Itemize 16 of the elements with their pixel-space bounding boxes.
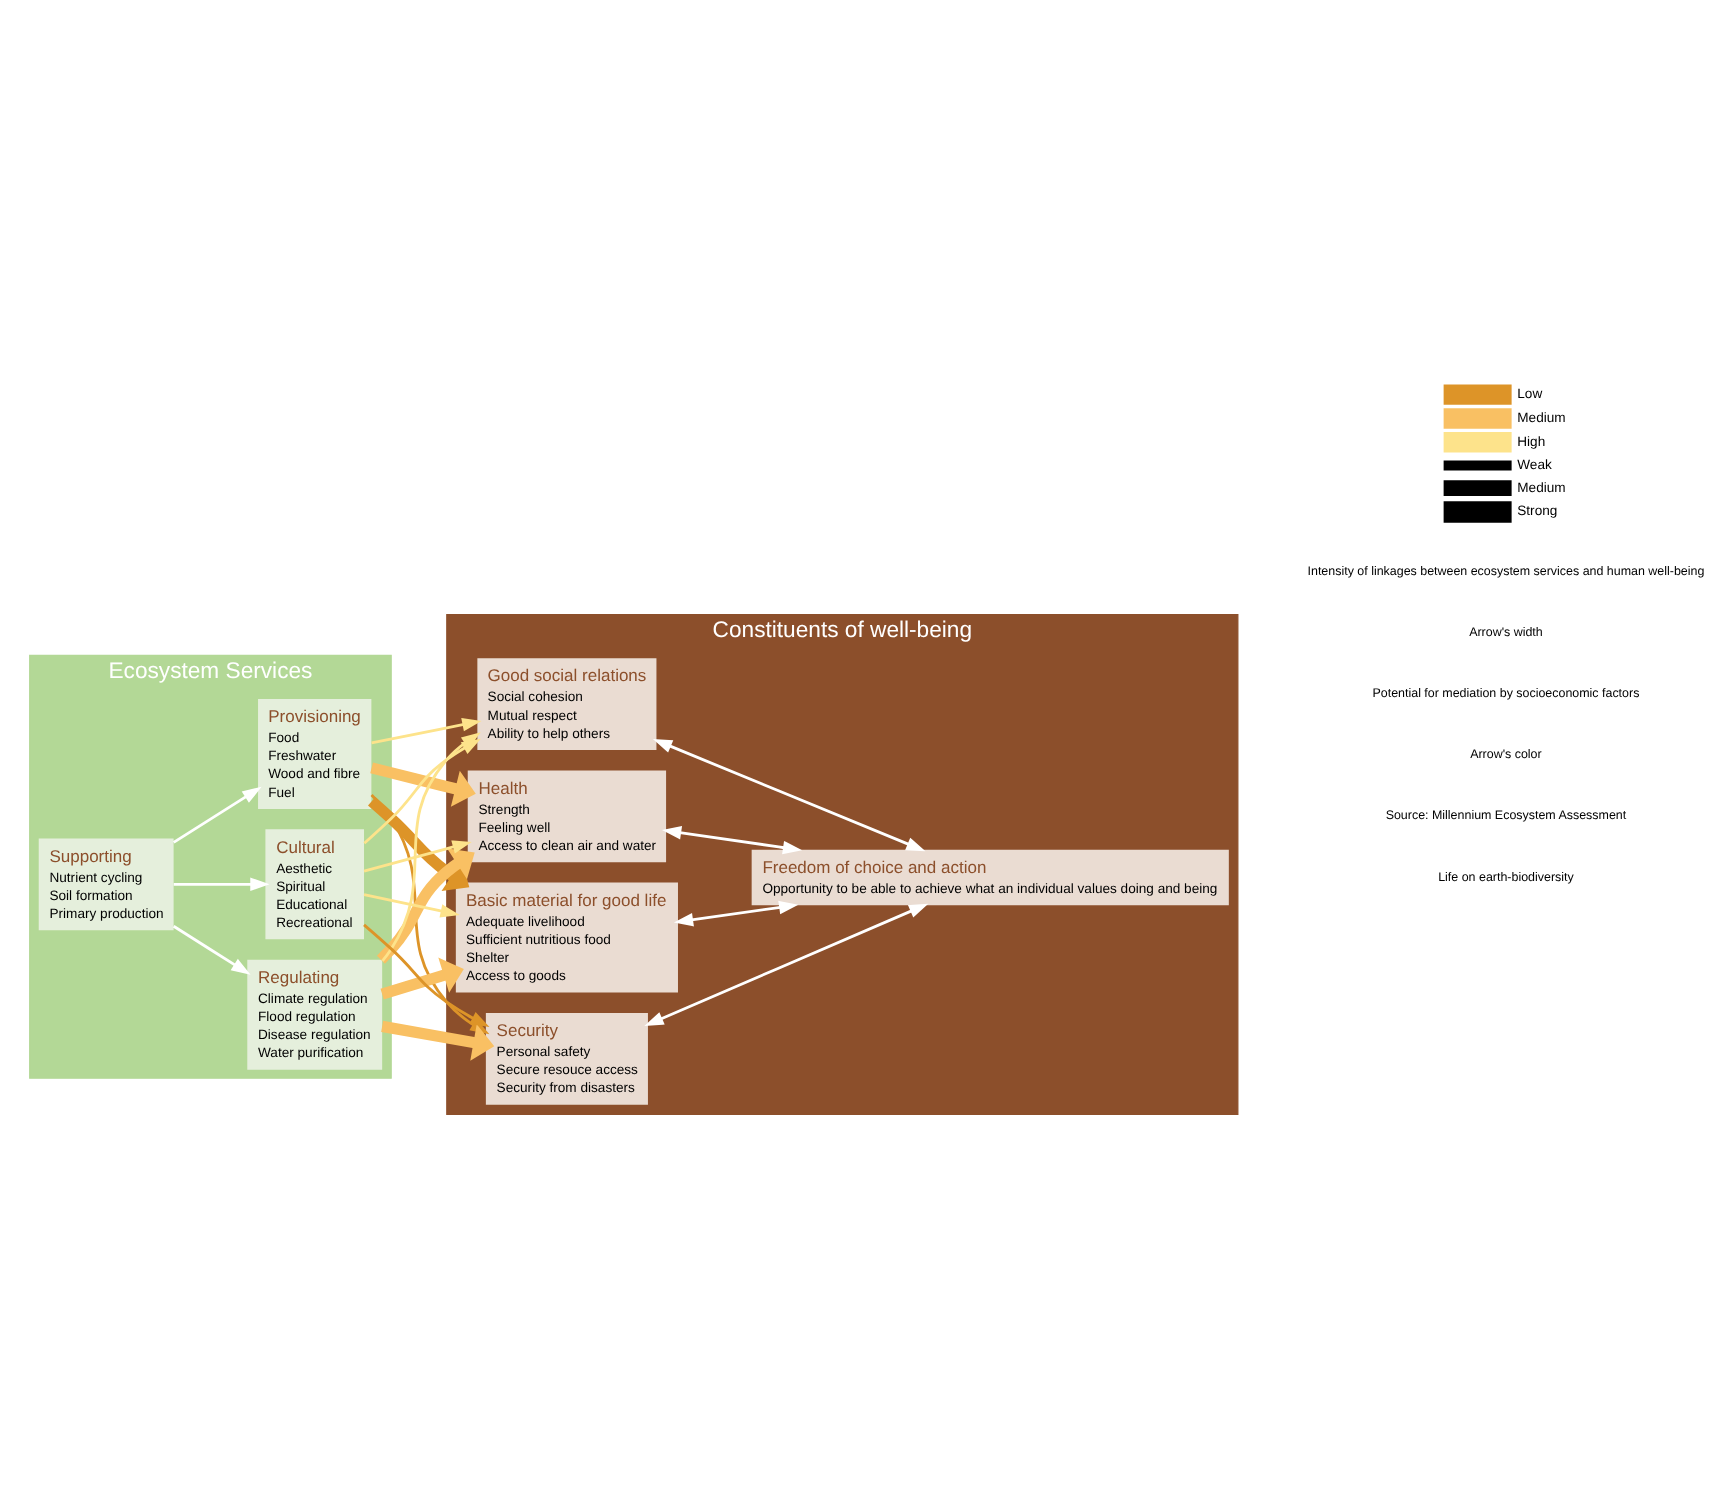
arrow bbox=[370, 761, 476, 806]
arrow bbox=[371, 717, 482, 744]
arrow bbox=[380, 956, 464, 999]
arrow bbox=[173, 876, 270, 891]
arrow bbox=[652, 738, 926, 851]
arrow bbox=[368, 796, 470, 890]
arrow bbox=[172, 785, 262, 843]
arrow bbox=[662, 825, 803, 854]
arrow bbox=[172, 924, 251, 974]
arrow bbox=[673, 899, 799, 926]
arrow bbox=[363, 737, 481, 844]
arrow bbox=[644, 902, 929, 1025]
arrow bbox=[363, 892, 460, 917]
arrow bbox=[363, 922, 490, 1027]
arrow bbox=[363, 839, 472, 872]
arrow bbox=[376, 847, 475, 963]
